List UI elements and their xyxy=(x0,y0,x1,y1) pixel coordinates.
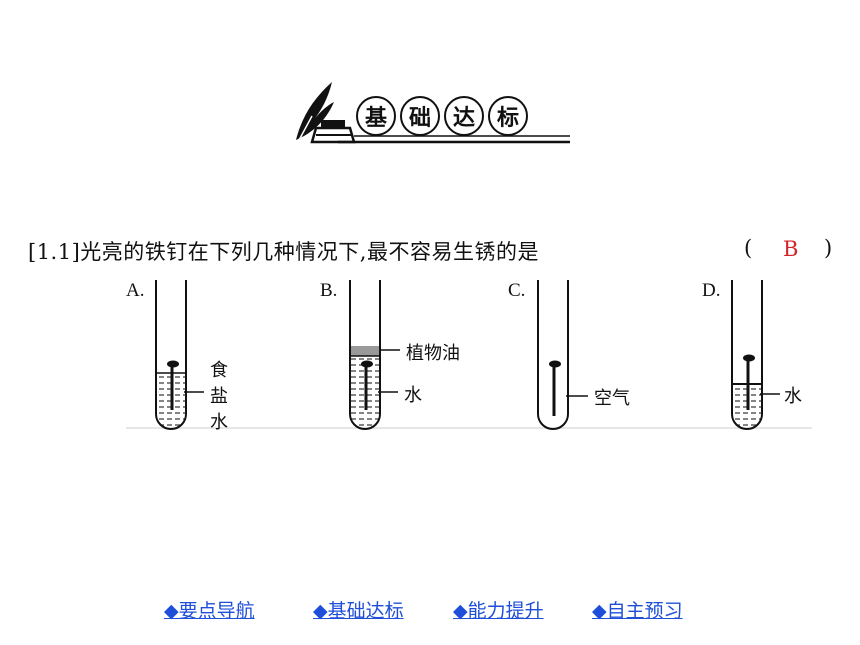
iron-nail-icon xyxy=(743,354,755,410)
option-b-label: B. xyxy=(320,280,338,301)
label-water-b: 水 xyxy=(404,385,422,406)
nav-link-ability-improve[interactable]: ◆能力提升 xyxy=(453,600,544,622)
test-tube-figure: A. B. C. D. 食 盐 水 植物油 水 空气 水 xyxy=(126,278,812,433)
iron-nail-icon xyxy=(361,360,373,410)
label-air: 空气 xyxy=(594,388,630,409)
label-salt-water-1: 食 xyxy=(210,360,228,381)
banner-title: 基 础 达 标 xyxy=(356,96,528,136)
answer-bracket-open: ( xyxy=(744,236,753,260)
option-a-label: A. xyxy=(126,280,145,301)
banner-char: 础 xyxy=(400,96,440,136)
nav-link-self-preview[interactable]: ◆自主预习 xyxy=(592,600,683,622)
banner-char: 标 xyxy=(488,96,528,136)
figure-drawing xyxy=(126,280,812,430)
section-banner xyxy=(296,82,570,144)
iron-nail-icon xyxy=(549,360,561,416)
banner-char: 达 xyxy=(444,96,484,136)
label-salt-water-3: 水 xyxy=(210,412,228,433)
question-text: [1.1]光亮的铁钉在下列几种情况下,最不容易生锈的是 xyxy=(28,240,539,264)
iron-nail-icon xyxy=(167,360,179,410)
quill-icon xyxy=(296,82,334,143)
label-water-d: 水 xyxy=(784,386,802,407)
answer-bracket-close: ) xyxy=(824,236,833,260)
nav-link-basic-standard[interactable]: ◆基础达标 xyxy=(313,600,404,622)
tube-d xyxy=(731,280,780,430)
banner-char: 基 xyxy=(356,96,396,136)
label-salt-water-2: 盐 xyxy=(210,386,228,407)
option-d-label: D. xyxy=(702,280,721,301)
tube-c xyxy=(537,280,588,430)
answer-text: B xyxy=(783,237,799,261)
label-vegetable-oil: 植物油 xyxy=(406,343,460,364)
nav-link-key-points[interactable]: ◆要点导航 xyxy=(164,600,255,622)
option-c-label: C. xyxy=(508,280,526,301)
tube-b xyxy=(349,280,400,430)
tube-a xyxy=(155,280,204,430)
bottom-nav: ◆要点导航 ◆基础达标 ◆能力提升 ◆自主预习 xyxy=(0,596,860,626)
